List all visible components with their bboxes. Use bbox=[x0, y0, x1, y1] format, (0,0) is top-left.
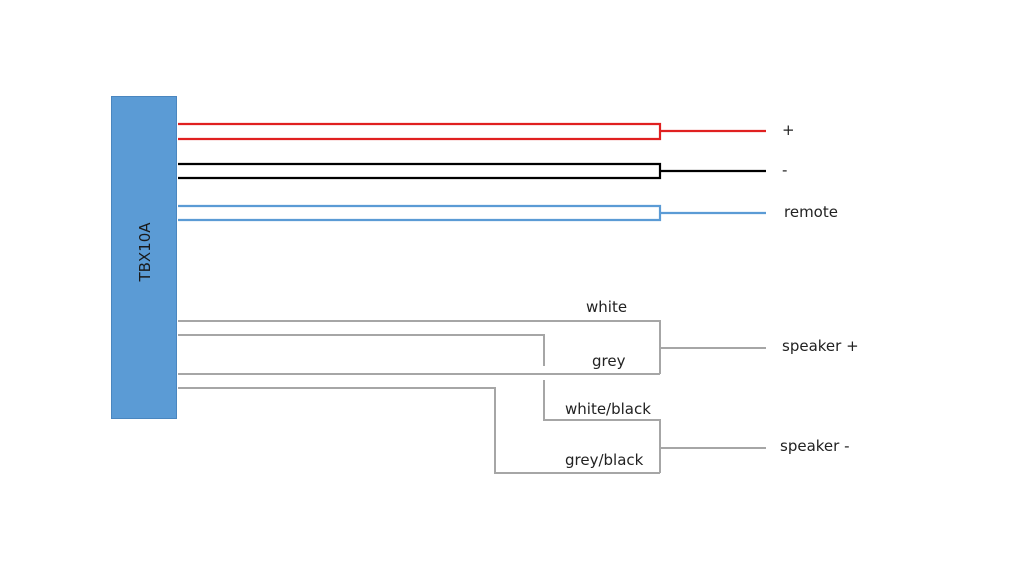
white-black-wire bbox=[178, 334, 545, 366]
grey-black-wire-label: grey/black bbox=[565, 451, 644, 469]
white-wire bbox=[178, 320, 661, 374]
remote-label: remote bbox=[784, 203, 838, 221]
device-label: TBX10A bbox=[136, 222, 154, 282]
tbx10a-device bbox=[111, 96, 177, 419]
minus-label: - bbox=[782, 161, 788, 179]
grey-wire-label: grey bbox=[592, 352, 626, 370]
plus-wire bbox=[178, 122, 766, 141]
white-black-wire-label: white/black bbox=[565, 400, 651, 418]
speaker-wires bbox=[178, 320, 766, 474]
minus-wire bbox=[178, 162, 766, 180]
plus-label: + bbox=[782, 121, 795, 139]
speaker-minus-label: speaker - bbox=[780, 437, 850, 455]
white-wire-label: white bbox=[586, 298, 628, 316]
remote-wire bbox=[178, 204, 766, 222]
speaker-plus-label: speaker + bbox=[782, 337, 859, 355]
grey-black-wire bbox=[178, 387, 660, 474]
